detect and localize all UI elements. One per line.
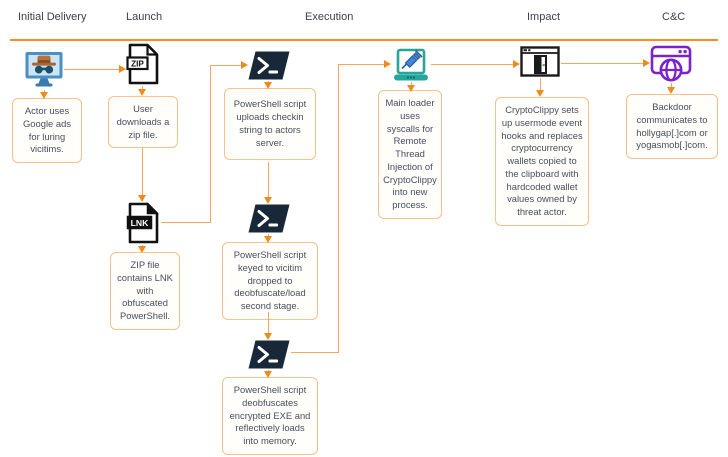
arrowhead [264,236,272,243]
powershell-icon-1 [248,51,290,80]
arrowhead [138,195,146,202]
svg-text:ZIP: ZIP [131,60,144,69]
stage-header-rule [10,39,718,41]
connector-lnk-ps1-a [161,222,211,223]
stage-impact: Impact [527,11,561,23]
stage-cc: C&C [662,11,686,23]
powershell-icon-2 [248,204,290,233]
laptop-injection-icon [394,48,428,81]
note-backdoor-communicates: Backdoor communicates to hollygap[.]com … [626,94,718,160]
arrowhead [536,90,544,97]
connector-note-lnk [142,148,143,196]
note-ps-deobfuscates-exe: PowerShell script deobfuscates encrypted… [222,377,318,455]
arrowhead [407,85,415,92]
connector-ps3-laptop-c [338,64,385,65]
connector-backdoor-note [540,78,541,91]
note-ps-uploads-checkin: PowerShell script uploads checkin string… [224,88,316,160]
backdoor-window-icon [520,46,560,77]
note-cryptoclippy-hooks: CryptoClippy sets up usermode event hook… [495,97,589,227]
connector-lnk-ps1-c [210,65,242,66]
arrowhead [40,92,48,99]
arrowhead [384,60,391,68]
arrowhead [138,89,146,96]
stage-initial-delivery: Initial Delivery [18,11,87,23]
arrowhead [241,61,248,69]
c2-globe-browser-icon [650,45,692,82]
note-ps-keyed-to-victim: PowerShell script keyed to vicitim dropp… [222,242,318,320]
connector-lnk-ps1-b [210,65,211,223]
zip-file-icon: ZIP [126,43,159,85]
svg-text:LNK: LNK [131,218,149,228]
arrowhead [513,60,520,68]
connector-zip-note [142,86,143,90]
arrowhead [264,371,272,378]
stage-execution: Execution [305,11,354,23]
lnk-file-icon: LNK [126,202,159,244]
hacker-monitor-icon [25,52,63,87]
connector-hacker-note [44,90,45,93]
connector-note-ps3 [268,312,269,335]
note-main-loader-syscalls: Main loader uses syscalls for Remote Thr… [378,90,442,220]
arrowhead [667,87,675,94]
arrowhead [264,197,272,204]
connector-backdoor-c2 [561,63,644,64]
arrowhead [264,82,272,89]
connector-ps3-laptop-a [291,352,339,353]
connector-ps3-laptop-b [338,64,339,353]
note-zip-contains-lnk: ZIP file contains LNK with obfuscated Po… [110,252,180,330]
connector-laptop-note [411,82,412,86]
arrowhead [119,65,126,73]
arrowhead [138,246,146,253]
note-user-downloads-zip: User downloads a zip file. [108,96,178,149]
connector-c2-note [671,83,672,88]
connector-note-ps2 [268,162,269,198]
arrowhead [264,333,272,340]
connector-hacker-zip [64,69,119,70]
stage-launch: Launch [126,11,163,23]
connector-laptop-backdoor [431,64,514,65]
powershell-icon-3 [248,340,290,369]
note-actor-google-ads: Actor uses Google ads for luring vicitim… [12,98,82,164]
arrowhead [643,59,650,67]
